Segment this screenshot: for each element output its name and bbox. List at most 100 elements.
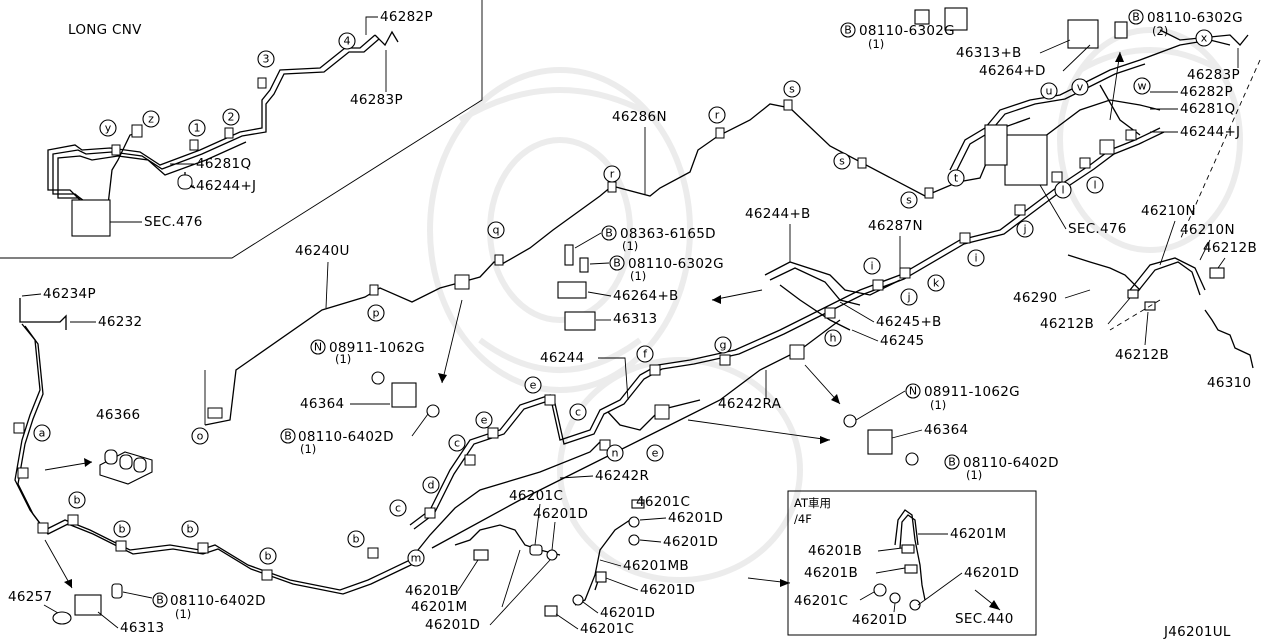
callout-b-3: b: [181, 520, 199, 538]
inset-at-title: AT車用: [794, 496, 831, 510]
svg-text:j: j: [906, 291, 910, 304]
svg-text:h: h: [830, 332, 837, 345]
label-nut-right-qty: (1): [930, 398, 946, 412]
svg-text:s: s: [789, 83, 795, 96]
inset-at-subtitle: /4F: [794, 512, 812, 526]
callout-d: d: [422, 476, 440, 494]
label-bolt-bl-qty: (1): [175, 607, 191, 621]
svg-text:B: B: [948, 456, 956, 469]
label-at-46201M: 46201M: [950, 526, 1006, 542]
callout-1-inset: 1: [188, 119, 206, 137]
svg-text:b: b: [265, 550, 272, 563]
callout-n: n: [606, 444, 624, 462]
svg-text:N: N: [909, 385, 917, 398]
label-46244: 46244: [540, 350, 584, 366]
svg-text:3: 3: [263, 53, 270, 66]
label-bolt-tr1-qty: (1): [868, 37, 884, 51]
svg-text:a: a: [39, 427, 46, 440]
label-46201D-a: 46201D: [533, 506, 588, 522]
label-46201B: 46201B: [405, 583, 459, 599]
prefix-circle-N-right: N: [905, 383, 921, 399]
callout-e-2: e: [524, 376, 542, 394]
label-46201C-a: 46201C: [509, 488, 563, 504]
label-bolt-mid-qty: (1): [300, 442, 316, 456]
svg-text:c: c: [575, 406, 581, 419]
callout-y-inset: y: [99, 119, 117, 137]
label-bolt-08363-6165D: 08363-6165D: [620, 226, 716, 242]
label-46264B: 46264+B: [613, 288, 679, 304]
svg-text:u: u: [1046, 85, 1053, 98]
line-clips: [13, 99, 1137, 581]
callout-z-inset: z: [142, 110, 160, 128]
svg-text:w: w: [1138, 80, 1147, 93]
label-46366: 46366: [96, 407, 140, 423]
prefix-circle-N-mid: N: [310, 339, 326, 355]
diagram-code: J46201UL: [1163, 624, 1231, 639]
svg-text:e: e: [530, 379, 537, 392]
label-at-46201D-1: 46201D: [964, 565, 1019, 581]
prefix-circle-B-tr2: B: [1128, 9, 1144, 25]
label-sec476: SEC.476: [1068, 221, 1127, 237]
callout-b-4: b: [259, 547, 277, 565]
label-46283P: 46283P: [1187, 67, 1240, 83]
hardware-parts: [52, 7, 1225, 625]
label-46201C-c: 46201C: [580, 621, 634, 637]
label-46201MB: 46201MB: [623, 558, 689, 574]
callout-k: k: [927, 274, 945, 292]
label-46313-mid: 46313: [613, 311, 657, 327]
label-bolt-08110-6302G-tr1: 08110-6302G: [859, 23, 955, 39]
svg-text:c: c: [454, 437, 460, 450]
callout-g: g: [714, 336, 732, 354]
label-46212B-b: 46212B: [1040, 316, 1094, 332]
brake-lines: [14, 29, 1254, 606]
svg-text:B: B: [284, 430, 292, 443]
label-46313-bottom-left: 46313: [120, 620, 164, 636]
svg-text:f: f: [643, 348, 648, 361]
callout-f: f: [636, 345, 654, 363]
callout-v: v: [1071, 78, 1089, 96]
svg-text:t: t: [954, 172, 959, 185]
svg-text:z: z: [148, 113, 154, 126]
label-46282P-inset: 46282P: [380, 9, 433, 25]
svg-text:g: g: [720, 339, 727, 352]
svg-text:m: m: [411, 552, 422, 565]
label-46210N-a: 46210N: [1141, 203, 1196, 219]
callout-letters: a b b b b b c c c d e e e f g h i i j j …: [33, 29, 1213, 567]
svg-text:N: N: [314, 341, 322, 354]
inset-long-title: LONG CNV: [68, 22, 142, 38]
label-46364-right: 46364: [924, 422, 968, 438]
label-bolt-08110-6402D-bl: 08110-6402D: [170, 593, 266, 609]
svg-text:e: e: [481, 414, 488, 427]
callout-w: w: [1133, 77, 1151, 95]
callout-r-2: r: [708, 106, 726, 124]
prefix-circle-B-top1: B: [601, 225, 617, 241]
callout-l-1: l: [1054, 181, 1072, 199]
callout-s-3: s: [900, 191, 918, 209]
callout-q: q: [487, 221, 505, 239]
label-46201D-c: 46201D: [668, 510, 723, 526]
label-46313B: 46313+B: [956, 45, 1022, 61]
label-46201D-d: 46201D: [663, 534, 718, 550]
callout-e-1: e: [475, 411, 493, 429]
svg-text:o: o: [197, 430, 204, 443]
label-46201D-e: 46201D: [640, 582, 695, 598]
svg-text:B: B: [844, 24, 852, 37]
label-at-46201B-2: 46201B: [804, 565, 858, 581]
svg-text:B: B: [613, 257, 621, 270]
callout-t: t: [947, 169, 965, 187]
callout-j-1: j: [900, 288, 918, 306]
prefix-circle-B-tr1: B: [840, 22, 856, 38]
svg-text:n: n: [612, 447, 619, 460]
svg-text:B: B: [605, 227, 613, 240]
label-46281Q: 46281Q: [1180, 101, 1235, 117]
callout-b-2: b: [113, 520, 131, 538]
abs-unit-inset: [71, 199, 111, 237]
svg-text:x: x: [1201, 32, 1208, 45]
inset-at: AT車用 /4F 46201M 46201B 46201B 46201C 462…: [787, 490, 1037, 636]
callout-j-2: j: [1016, 220, 1034, 238]
label-46281Q-inset: 46281Q: [196, 156, 251, 172]
callout-b-1: b: [68, 491, 86, 509]
svg-text:c: c: [395, 502, 401, 515]
watermark-emblem: [427, 27, 1243, 583]
